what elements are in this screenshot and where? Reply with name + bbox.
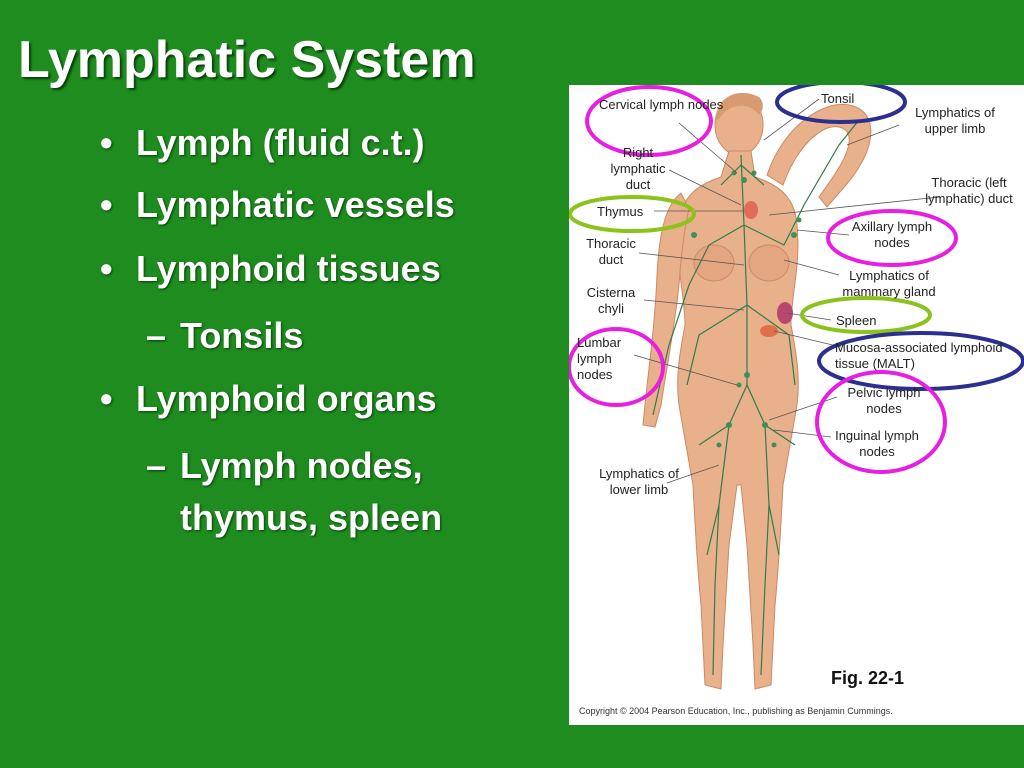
lime-circle-spleen — [800, 296, 932, 334]
bullet-mark: • — [100, 122, 113, 163]
lime-circle-thymus — [569, 195, 696, 233]
bullet-text: Lymphatic vessels — [136, 184, 455, 225]
label-inguinal-lymph-nodes: Inguinal lymph nodes — [835, 428, 919, 459]
label-cisterna-chyli: Cisterna chyli — [586, 285, 636, 316]
bullet-text: Lymphoid organs — [136, 378, 437, 419]
label-lumbar-lymph-nodes: Lumbar lymph nodes — [577, 335, 622, 382]
bullet-text: Lymph (fluid c.t.) — [136, 122, 425, 163]
sub-bullet-text: Tonsils — [180, 315, 304, 356]
navy-circle-malt — [817, 331, 1024, 391]
slide-title: Lymphatic System — [18, 31, 476, 89]
label-thoracic-duct: Thoracic duct — [586, 236, 636, 267]
figure-caption: Fig. 22-1 — [831, 668, 905, 688]
leader-lines — [633, 98, 940, 484]
malt-organ — [760, 325, 778, 337]
bullet-mark: • — [100, 248, 113, 289]
label-lymphatics-lower-limb: Lymphatics of lower limb — [599, 466, 679, 497]
label-thymus: Thymus — [597, 204, 644, 219]
bullet-mark: • — [100, 378, 113, 419]
label-lymphatics-upper-limb: Lymphatics of upper limb — [915, 105, 995, 136]
hanging-arm — [642, 192, 690, 428]
sub-bullet-text: Lymph nodes, thymus, spleen — [180, 445, 443, 538]
magenta-circle-cervical — [585, 85, 713, 157]
label-right-lymphatic-duct: Right lymphatic duct — [610, 145, 666, 192]
label-axillary-lymph-nodes: Axillary lymph nodes — [851, 219, 933, 250]
torso — [677, 150, 799, 690]
hair — [715, 92, 763, 121]
raised-arm — [766, 103, 872, 208]
thymus-organ — [744, 201, 758, 219]
magenta-circle-lumbar — [569, 327, 665, 407]
lymphatic-anatomy-figure: Cervical lymph nodes Tonsil Lymphatics o… — [569, 85, 1024, 725]
dash-mark: – — [146, 315, 167, 356]
magenta-circle-axillary — [826, 209, 958, 267]
breast-right — [748, 244, 790, 282]
navy-circle-tonsil — [775, 85, 907, 124]
label-spleen: Spleen — [836, 313, 877, 328]
label-pelvic-lymph-nodes: Pelvic lymph nodes — [847, 385, 921, 416]
lymph-nodes — [691, 170, 802, 448]
bullet-text: Lymphoid tissues — [136, 248, 441, 289]
copyright-notice: Copyright © 2004 Pearson Education, Inc.… — [579, 706, 893, 716]
label-lymphatics-mammary: Lymphatics of mammary gland — [842, 268, 936, 299]
dash-mark: – — [146, 445, 167, 486]
spleen-organ — [777, 302, 793, 324]
magenta-circle-inguinal — [815, 370, 947, 474]
body-illustration — [569, 85, 1024, 690]
bullet-mark: • — [100, 184, 113, 225]
highlight-circles — [569, 85, 1024, 474]
label-cervical-lymph-nodes: Cervical lymph nodes — [599, 97, 724, 112]
label-thoracic-left-duct: Thoracic (left lymphatic) duct — [925, 175, 1013, 206]
label-tonsil: Tonsil — [821, 91, 855, 106]
label-malt: Mucosa-associated lymphoid tissue (MALT) — [835, 340, 1003, 371]
